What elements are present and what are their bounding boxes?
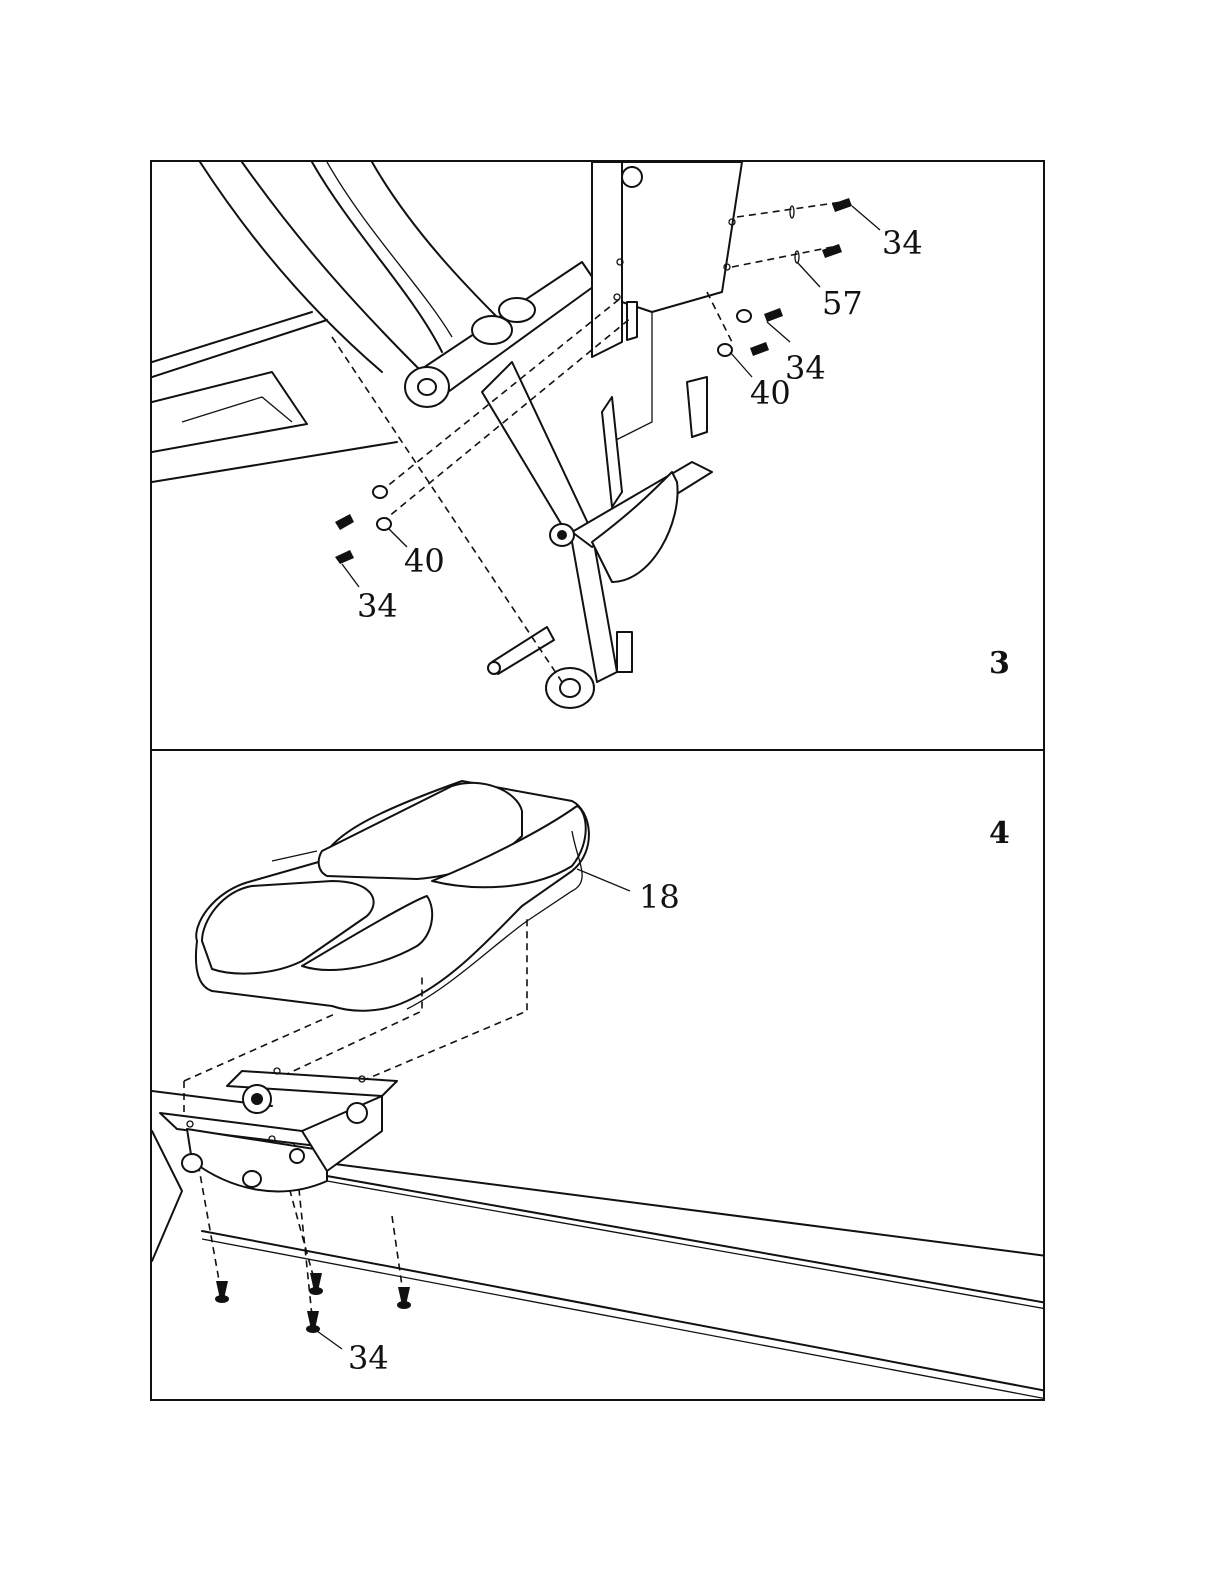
leader-line: [577, 869, 630, 891]
step-4-diagram: 18: [152, 751, 1045, 1401]
callout-34: 34: [348, 1339, 389, 1377]
callout-34: 34: [785, 349, 826, 387]
pivot-arm: [482, 362, 712, 682]
bracket-plate: [592, 162, 742, 442]
carriage-bracket: [160, 1068, 397, 1191]
step-3-panel: 34 57 34 40 40 34 3: [150, 160, 1045, 751]
leader-line: [317, 1331, 342, 1349]
callout-34: 34: [882, 224, 923, 262]
step-4-panel: 18: [150, 749, 1045, 1401]
screws: [215, 1273, 411, 1333]
callout-40: 40: [750, 374, 791, 412]
callout-18: 18: [639, 878, 680, 916]
callout-34: 34: [357, 587, 398, 625]
step-number: 3: [989, 646, 1010, 681]
wheel-assembly: [488, 627, 594, 708]
callout-57: 57: [822, 284, 863, 322]
step-number: 4: [989, 816, 1010, 851]
step-3-diagram: 34 57 34 40 40 34 3: [152, 162, 1045, 751]
callout-40: 40: [404, 542, 445, 580]
base-rail: [152, 312, 397, 482]
frame-arm: [200, 162, 502, 372]
pedal: [196, 781, 589, 1011]
